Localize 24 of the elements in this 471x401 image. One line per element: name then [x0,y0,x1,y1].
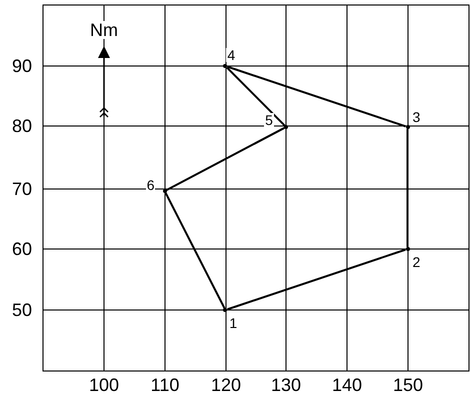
traverse-line [166,127,285,191]
point-number: 5 [264,113,274,127]
axis-tick-label: 100 [88,376,120,394]
point-number: 2 [412,255,422,269]
axis-tick-label: 90 [10,57,34,75]
point-number: 1 [228,316,238,330]
point-number: 6 [146,178,156,192]
traverse-line [164,192,226,309]
axis-tick-label: 80 [10,117,34,135]
point-number: 4 [226,48,236,62]
point-number: 3 [412,110,422,124]
traverse-line [406,129,408,247]
axis-tick-label: 110 [150,376,180,394]
axis-tick-label: 70 [10,180,34,198]
axis-tick-label: 140 [330,376,364,394]
axis-tick-label: 130 [270,376,302,394]
axis-tick-label: 60 [10,240,34,258]
traverse-line [226,248,406,310]
traverse-line [226,66,406,128]
axis-tick-label: 120 [210,376,242,394]
axis-tick-label: 50 [10,301,34,319]
axis-tick-label: 150 [392,376,424,394]
north-label: Nm [89,21,119,39]
traverse-line [226,66,286,126]
